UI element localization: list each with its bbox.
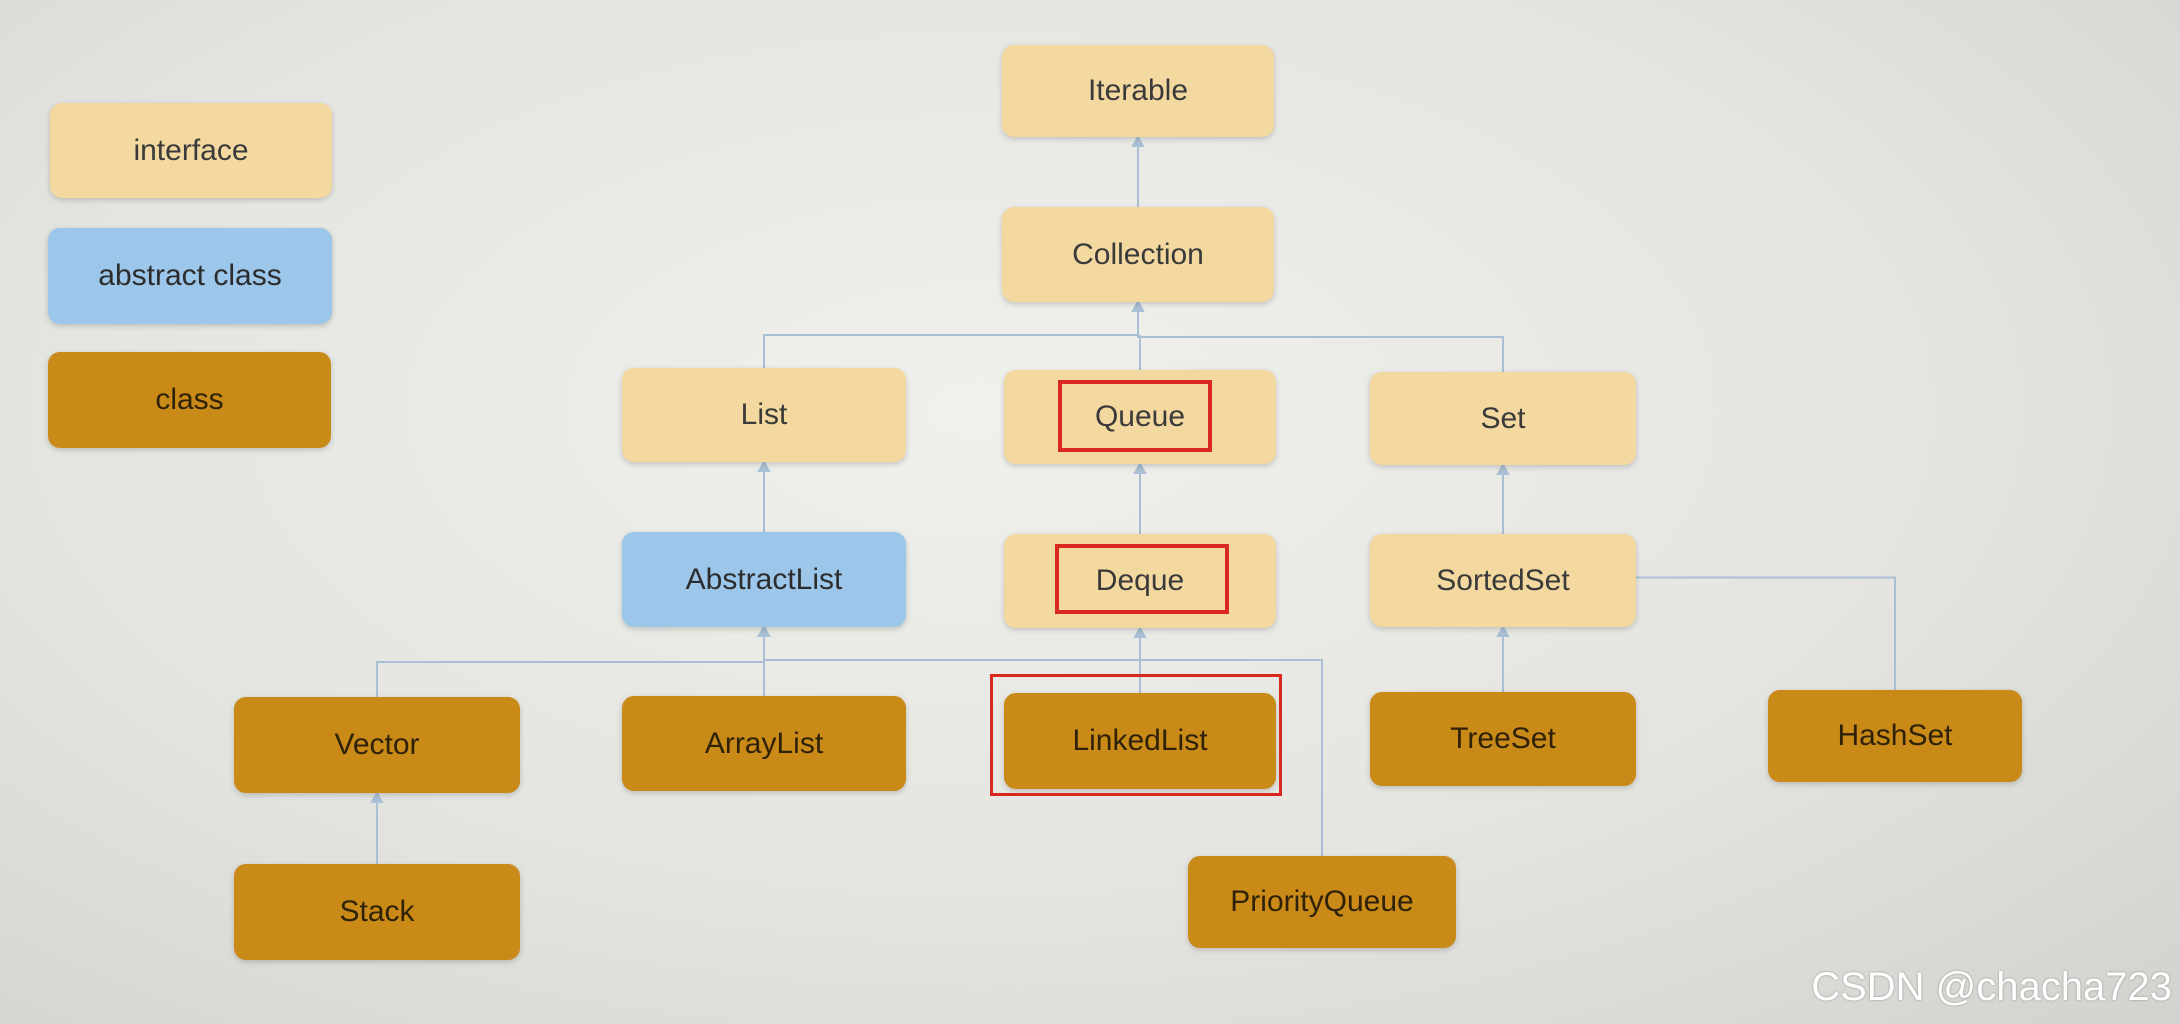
- node-stack-label: Stack: [339, 895, 415, 928]
- node-collection-label: Collection: [1072, 237, 1204, 271]
- node-vector: Vector: [234, 697, 520, 793]
- connector-priority_queue-to-queue: [1139, 464, 1323, 856]
- node-list: List: [622, 368, 906, 462]
- arrowhead-hash_set-to-set: [1496, 462, 1510, 475]
- node-priority-queue: PriorityQueue: [1188, 856, 1456, 948]
- arrowhead-priority_queue-to-queue: [1133, 461, 1147, 474]
- node-abstract-list-label: AbstractList: [685, 562, 843, 596]
- highlight-deque: [1055, 544, 1229, 614]
- node-set: Set: [1370, 372, 1636, 465]
- connector-vector-to-abstract_list: [376, 627, 765, 697]
- node-hash-set: HashSet: [1768, 690, 2022, 782]
- node-sorted-set: SortedSet: [1370, 534, 1636, 627]
- legend-interface: interface: [50, 103, 332, 198]
- node-queue-label: Queue: [1094, 400, 1186, 433]
- node-linked-list: LinkedList: [1004, 693, 1276, 789]
- connector-hash_set-to-set: [1502, 465, 1896, 690]
- connector-set-to-collection: [1137, 302, 1504, 372]
- node-sorted-set-label: SortedSet: [1436, 563, 1570, 597]
- node-deque-label: Deque: [1095, 564, 1185, 597]
- node-hash-set-label: HashSet: [1837, 719, 1953, 752]
- node-list-label: List: [740, 398, 788, 431]
- highlight-linked-list: [990, 674, 1282, 796]
- node-array-list-label: ArrayList: [704, 726, 824, 760]
- node-stack: Stack: [234, 864, 520, 960]
- node-array-list: ArrayList: [622, 696, 906, 791]
- arrowhead-tree_set-to-sorted_set: [1496, 624, 1510, 637]
- legend-abstract-class: abstract class: [48, 228, 332, 324]
- node-tree-set: TreeSet: [1370, 692, 1636, 786]
- arrowhead-set-to-collection: [1131, 299, 1145, 312]
- connector-list-to-collection: [763, 302, 1139, 368]
- arrowhead-linked_list-to-abstract_list: [757, 624, 771, 637]
- legend-abstract-class-label: abstract class: [98, 259, 282, 292]
- node-set-label: Set: [1480, 401, 1526, 435]
- legend-interface-label: interface: [133, 133, 249, 167]
- arrowhead-abstract_list-to-list: [757, 459, 771, 472]
- legend-class: class: [48, 352, 331, 448]
- legend-class-label: class: [155, 383, 224, 416]
- arrowhead-stack-to-vector: [370, 790, 384, 803]
- node-vector-label: Vector: [334, 728, 420, 761]
- arrowhead-collection-to-iterable: [1131, 134, 1145, 147]
- watermark-text: CSDN @chacha723: [1811, 965, 2172, 1009]
- node-iterable: Iterable: [1002, 45, 1274, 137]
- node-iterable-label: Iterable: [1087, 74, 1189, 107]
- highlight-queue: [1058, 380, 1212, 452]
- node-collection: Collection: [1002, 207, 1274, 302]
- node-tree-set-label: TreeSet: [1450, 722, 1556, 755]
- node-priority-queue-label: PriorityQueue: [1230, 885, 1414, 918]
- node-linked-list-label: LinkedList: [1072, 724, 1208, 757]
- node-abstract-list: AbstractList: [622, 532, 906, 627]
